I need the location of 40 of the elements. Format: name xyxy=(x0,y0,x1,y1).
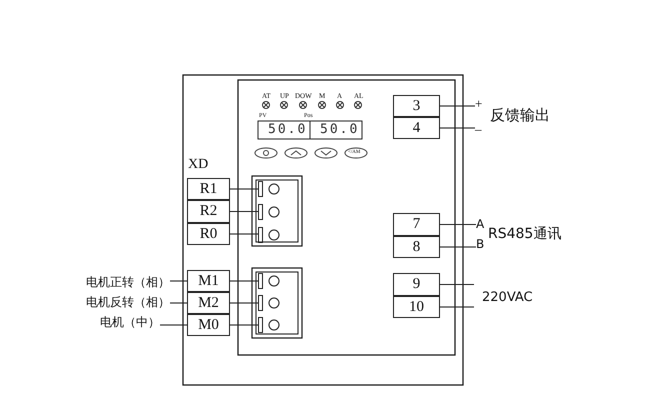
terminal-box: 10 xyxy=(393,296,440,318)
terminal-label: B xyxy=(476,238,484,250)
signal-label: RS485通讯 xyxy=(488,227,562,241)
terminal-label: _ xyxy=(475,118,482,131)
wire xyxy=(160,324,187,326)
wire xyxy=(170,302,187,304)
wire xyxy=(440,284,474,286)
connector-label: XD xyxy=(188,158,208,172)
wire xyxy=(440,246,476,248)
terminal-box: 3 xyxy=(393,95,440,117)
terminal-box: 8 xyxy=(393,236,440,258)
signal-label: 220VAC xyxy=(482,291,533,304)
terminal-box: M2 xyxy=(187,292,230,314)
wire xyxy=(440,306,474,308)
terminal-box: R1 xyxy=(187,178,230,200)
wire xyxy=(230,188,258,190)
terminal-box: 4 xyxy=(393,117,440,139)
wire xyxy=(230,280,258,282)
terminal-box: M1 xyxy=(187,270,230,292)
display-value: 50.0 xyxy=(268,123,308,136)
terminal-box: R0 xyxy=(187,223,230,245)
terminal-box: M0 xyxy=(187,314,230,336)
display-value: 50.0 xyxy=(320,123,360,136)
terminal-label: 电机正转（相） xyxy=(86,276,170,288)
terminal-label: 电机（中） xyxy=(100,316,160,328)
wire xyxy=(170,280,187,282)
terminal-label: A xyxy=(476,218,484,230)
wire xyxy=(440,105,475,107)
terminal-box: 7 xyxy=(393,213,440,236)
terminal-box: R2 xyxy=(187,200,230,223)
wire xyxy=(230,302,258,304)
terminal-box: 9 xyxy=(393,273,440,296)
terminal-label: + xyxy=(475,97,482,110)
wire xyxy=(230,324,258,326)
terminal-label: 电机反转（相） xyxy=(86,296,170,308)
wire xyxy=(440,127,475,129)
wire xyxy=(230,210,258,212)
signal-label: 反馈输出 xyxy=(490,108,550,123)
wire xyxy=(230,233,258,235)
wire xyxy=(440,224,476,226)
